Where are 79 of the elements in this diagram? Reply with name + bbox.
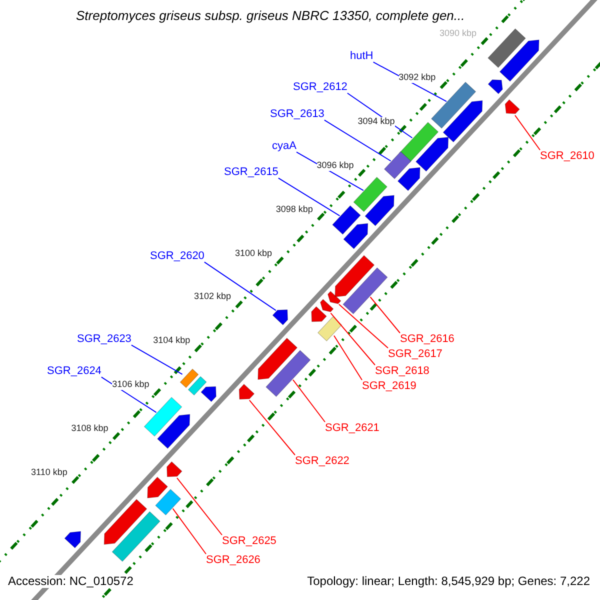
gene-label: SGR_2618: [375, 365, 430, 378]
scale-label: 3104 kbp: [153, 336, 190, 346]
scale-label: 3094 kbp: [358, 116, 395, 127]
gene-block: [342, 267, 388, 314]
leader-line: [248, 400, 296, 456]
gene-feature: [238, 384, 255, 400]
footer-text: Accession: NC_010572: [8, 575, 134, 588]
gene-feature: [320, 298, 334, 312]
leader-line: [338, 304, 388, 348]
gene-label: SGR_2624: [47, 365, 102, 378]
gene-label: SGR_2621: [325, 422, 380, 434]
scale-label: 3092 kbp: [398, 73, 436, 83]
gene-feature: [364, 195, 394, 226]
gene-feature: [343, 223, 368, 250]
scale-label: 3106 kbp: [112, 380, 150, 390]
leader-line: [292, 379, 326, 422]
gene-block: [430, 82, 476, 129]
title: Streptomyces griseus subsp. griseus NBRC 13350, complete gen...: [76, 9, 465, 24]
scale-label: 3102 kbp: [194, 292, 232, 302]
gene-label: SGR_2617: [388, 348, 442, 360]
leader-line: [330, 312, 376, 366]
gene-feature: [272, 310, 288, 326]
leader-line: [176, 477, 222, 536]
gene-block: [180, 368, 199, 388]
footer-text: Topology: linear; Length: 8,545,929 bp; Genes: 7,222: [307, 575, 590, 588]
leader-line: [278, 178, 340, 216]
gene-label: SGR_2622: [295, 455, 350, 468]
gene-feature: [328, 290, 342, 304]
gene-block: [384, 151, 412, 180]
gene-feature: [147, 476, 168, 498]
gene-feature: [258, 338, 298, 380]
gene-feature: [64, 531, 82, 548]
gene-feature: [504, 99, 520, 114]
gene-block: [317, 316, 342, 342]
gene-label: SGR_2616: [400, 333, 454, 346]
gene-feature: [499, 40, 540, 82]
gene-feature: [334, 255, 375, 298]
leader-line: [130, 344, 183, 375]
gene-label: SGR_2619: [362, 380, 416, 392]
gene-block: [112, 511, 160, 562]
leader-line: [334, 335, 362, 380]
gene-feature: [104, 498, 148, 545]
gene-label: hutH: [350, 50, 374, 62]
gene-label: SGR_2615: [224, 166, 278, 178]
scale-label: 3090 kbp: [440, 29, 477, 40]
gene-block: [188, 376, 207, 396]
gene-feature: [397, 167, 420, 192]
gene-feature: [415, 136, 449, 172]
gene-block: [144, 396, 182, 437]
scale-label: 3110 kbp: [31, 468, 68, 478]
gene-feature: [488, 79, 503, 94]
gene-label: SGR_2623: [77, 333, 132, 346]
gene-block: [398, 122, 439, 164]
gene-feature: [200, 386, 216, 402]
scale-label: 3108 kbp: [71, 424, 108, 434]
scale-label: 3096 kbp: [316, 160, 354, 171]
gene-feature: [311, 306, 327, 322]
gene-label: SGR_2625: [222, 535, 276, 548]
gene-label: SGR_2613: [270, 108, 324, 120]
gene-block: [353, 176, 388, 212]
gene-block: [488, 28, 526, 68]
gene-label: SGR_2612: [293, 81, 348, 94]
leader-line: [172, 508, 206, 554]
leader-line: [514, 114, 540, 150]
gene-label: SGR_2620: [150, 250, 204, 262]
gene-label: cyaA: [272, 140, 296, 152]
leader-line: [370, 296, 400, 334]
gene-feature: [166, 461, 182, 478]
leader-line: [204, 262, 276, 311]
gene-label: SGR_2626: [206, 554, 260, 566]
gene-feature: [442, 100, 483, 142]
gene-label: SGR_2610: [540, 150, 594, 162]
gene-block: [155, 488, 182, 516]
gene-feature: [157, 414, 190, 449]
leader-line: [324, 120, 392, 162]
gene-block: [266, 350, 311, 397]
gene-block: [332, 205, 361, 235]
scale-label: 3098 kbp: [276, 204, 313, 215]
scale-label: 3100 kbp: [234, 248, 272, 258]
